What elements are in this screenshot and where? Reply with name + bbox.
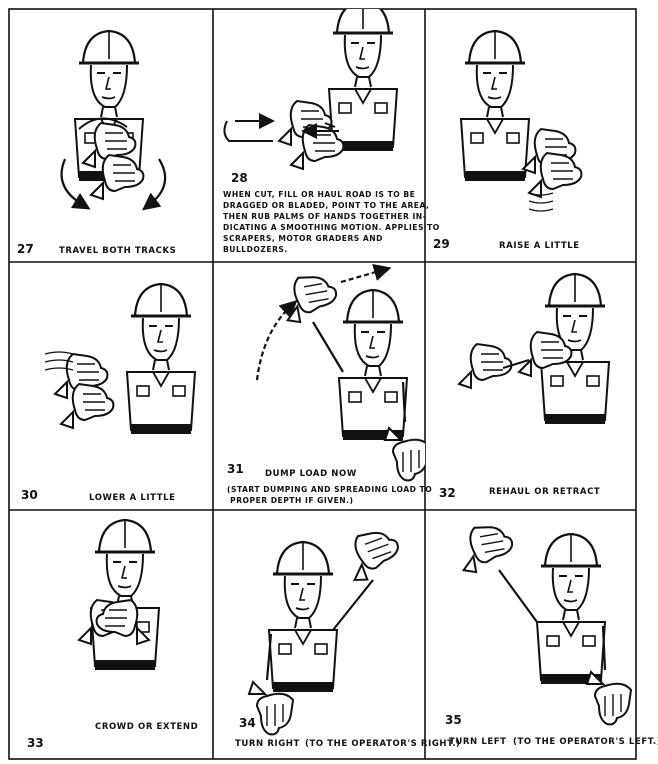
travel-both-tracks-illustration	[60, 29, 167, 211]
panel-29: 29 RAISE A LITTLE	[425, 9, 636, 262]
panel-34: 34 TURN RIGHT (TO THE OPERATOR'S RIGHT.)	[213, 510, 460, 759]
panel-number: 32	[439, 486, 456, 500]
panel-number: 29	[433, 237, 450, 251]
panel-caption: REHAUL OR RETRACT	[489, 487, 601, 497]
panel-31: 31 DUMP LOAD NOW (START DUMPING AND SPRE…	[213, 262, 432, 510]
panel-caption: CROWD OR EXTEND	[95, 722, 199, 732]
lower-a-little-illustration	[44, 282, 197, 436]
panel-description: WHEN CUT, FILL OR HAUL ROAD IS TO BE DRA…	[223, 190, 440, 254]
smoothing-motion-illustration	[223, 9, 399, 170]
panel-caption: TURN RIGHT	[235, 739, 300, 749]
dump-load-now-illustration	[255, 263, 425, 482]
panel-number: 33	[27, 736, 44, 750]
panel-33: 33 CROWD OR EXTEND	[9, 510, 213, 759]
panel-caption: TRAVEL BOTH TRACKS	[59, 246, 177, 256]
panel-32: 32 REHAUL OR RETRACT	[425, 262, 636, 510]
panel-number: 28	[231, 171, 248, 185]
panel-27: 27 TRAVEL BOTH TRACKS	[9, 9, 213, 262]
turn-right-illustration	[248, 523, 407, 736]
panel-number: 35	[445, 713, 462, 727]
panel-number: 31	[227, 462, 244, 476]
panel-30: 30 LOWER A LITTLE	[9, 262, 213, 510]
panel-35: 35 TURN LEFT (TO THE OPERATOR'S LEFT.)	[425, 510, 658, 759]
panel-note: (TO THE OPERATOR'S LEFT.)	[513, 737, 658, 747]
panel-number: 27	[17, 242, 34, 256]
panel-caption: RAISE A LITTLE	[499, 241, 580, 251]
panel-caption: TURN LEFT	[449, 737, 507, 747]
panel-caption: LOWER A LITTLE	[89, 493, 176, 503]
panel-note: (TO THE OPERATOR'S RIGHT.)	[305, 739, 461, 749]
panel-28: 28 WHEN CUT, FILL OR HAUL ROAD IS TO BE …	[213, 9, 439, 262]
panel-number: 34	[239, 716, 256, 730]
rehaul-or-retract-illustration	[458, 272, 611, 426]
panel-caption: DUMP LOAD NOW	[265, 469, 357, 479]
panel-number: 30	[21, 488, 38, 502]
turn-left-illustration	[455, 520, 632, 726]
raise-a-little-illustration	[459, 29, 583, 212]
panel-description: (START DUMPING AND SPREADING LOAD TO PRO…	[227, 485, 433, 505]
